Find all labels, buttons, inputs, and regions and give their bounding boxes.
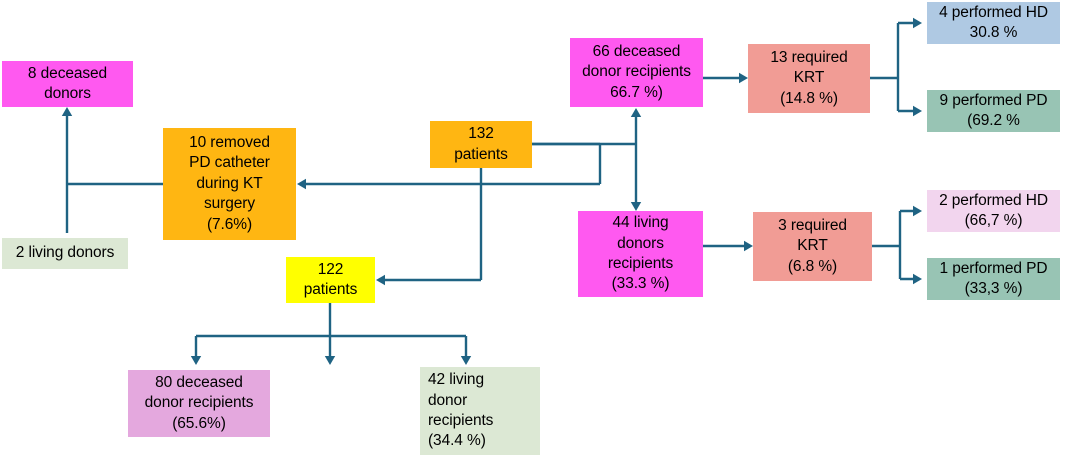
arrowhead-icon [913, 273, 922, 285]
connector-krt13-split [870, 21, 917, 113]
node-text-line: (69.2 % [967, 112, 1020, 129]
node-text-line: 9 performed PD [939, 91, 1048, 109]
node-text-line: 1 performed PD [939, 259, 1048, 277]
arrowhead-icon [913, 105, 922, 117]
node-text-line: 2 performed HD [939, 191, 1048, 209]
living-donor-recipients-44-box: 44 living donors recipients (33.3 %) [578, 211, 703, 297]
connector-krt3-split [872, 209, 917, 281]
node-text-line: (33,3 %) [964, 280, 1023, 297]
node-text-line: 66 deceased [592, 42, 681, 60]
node-text-line: donor recipients [144, 394, 254, 412]
node-text-line: during KT [196, 174, 263, 192]
remaining-patients-box: 122 patients [286, 257, 375, 303]
arrowhead-icon [913, 205, 922, 217]
node-text-line: 30.8 % [969, 24, 1018, 41]
arrowhead-icon [324, 356, 336, 365]
node-text-line: donors [617, 234, 664, 252]
performed-pd-1-box: 1 performed PD (33,3 %) [927, 258, 1060, 300]
node-text-line: 3 required [778, 216, 847, 234]
connector-removed-to-donor-split [65, 112, 163, 233]
node-text-line: 80 deceased [155, 373, 243, 391]
connector-132-to-122 [381, 168, 483, 282]
arrowhead-icon [913, 17, 922, 29]
node-text-line: (6.8 %) [787, 257, 838, 275]
node-text-line: patients [303, 281, 358, 298]
node-text-line: donor recipients [582, 63, 691, 81]
node-text-line: 132 [468, 125, 494, 143]
node-text-line: PD catheter [189, 154, 270, 172]
connector-132-to-66 [532, 113, 638, 146]
node-text-line: patients [454, 145, 508, 163]
performed-hd-2-box: 2 performed HD (66,7 %) [927, 190, 1060, 232]
node-text-line: (66,7 %) [964, 212, 1023, 229]
node-text-line: 10 removed [189, 133, 270, 151]
node-text-line: (7.6%) [206, 215, 253, 233]
deceased-donor-recipients-66-box: 66 deceased donor recipients 66.7 %) [570, 38, 703, 107]
node-text-line: (65.6%) [172, 414, 226, 432]
total-patients-box: 132 patients [430, 121, 532, 168]
arrowhead-icon [190, 356, 202, 365]
node-text-line: surgery [204, 195, 255, 213]
deceased-donors-box: 8 deceased donors [2, 61, 133, 107]
arrowhead-icon [376, 274, 385, 286]
node-text-line: 8 deceased [27, 64, 108, 82]
arrowhead-icon [630, 108, 642, 117]
living-donors-box: 2 living donors [2, 238, 128, 269]
node-text-line: 4 performed HD [939, 3, 1048, 21]
arrowhead-icon [460, 356, 472, 365]
performed-hd-4-box: 4 performed HD 30.8 % [927, 2, 1060, 44]
node-text-line: (33.3 %) [611, 275, 670, 293]
node-text-line: 13 required [770, 48, 848, 66]
node-text-line: (34.4 %) [428, 432, 486, 450]
node-text-line: 2 living donors [15, 244, 115, 262]
node-text-line: recipients [607, 255, 674, 272]
deceased-donor-recipients-80-box: 80 deceased donor recipients (65.6%) [128, 370, 270, 437]
node-text-line: (14.8 %) [780, 89, 838, 107]
living-donor-recipients-42-box: 42 living donor recipients (34.4 %) [420, 367, 540, 455]
node-text-line: 66.7 %) [610, 83, 663, 101]
node-text-line: KRT [797, 237, 828, 255]
node-text-line: donor [428, 391, 468, 409]
node-text-line: 44 living [612, 214, 669, 232]
connector-122-split [194, 303, 468, 360]
removed-pd-catheter-box: 10 removed PD catheter during KT surgery (7.… [163, 128, 296, 240]
node-text-line: donors [44, 85, 91, 102]
node-text-line: KRT [793, 69, 825, 87]
arrowhead-icon [739, 72, 748, 84]
arrowhead-icon [297, 178, 306, 190]
arrowhead-icon [61, 107, 73, 116]
arrowhead-icon [630, 202, 642, 211]
arrowhead-icon [744, 240, 753, 252]
performed-pd-9-box: 9 performed PD (69.2 % [927, 90, 1060, 132]
node-text-line: 42 living [428, 371, 484, 389]
node-text-line: 122 [317, 260, 344, 278]
node-text-line: recipients [428, 412, 494, 429]
